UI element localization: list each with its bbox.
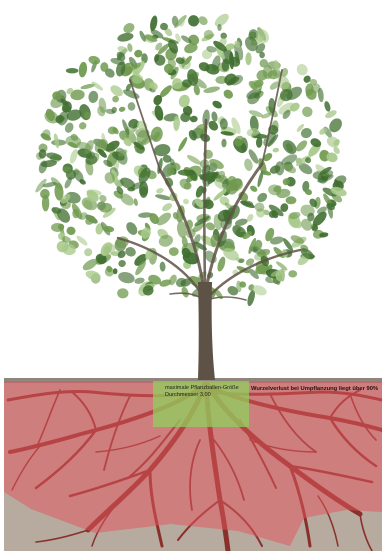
tree-branch bbox=[204, 120, 206, 282]
root-loss-note: Wurzelverlust bei Umpflanzung liegt über… bbox=[251, 387, 378, 393]
leaf-cluster bbox=[66, 68, 78, 73]
root-ball-size-label: maximale Pflanzballen-Größe bbox=[165, 386, 239, 392]
leaf-cluster bbox=[84, 112, 90, 119]
leaf-cluster bbox=[113, 268, 118, 274]
leaf-cluster bbox=[286, 196, 297, 204]
root-ball-diameter-label: Durchmesser 3,00 bbox=[165, 393, 211, 399]
leaf-cluster bbox=[217, 24, 221, 31]
